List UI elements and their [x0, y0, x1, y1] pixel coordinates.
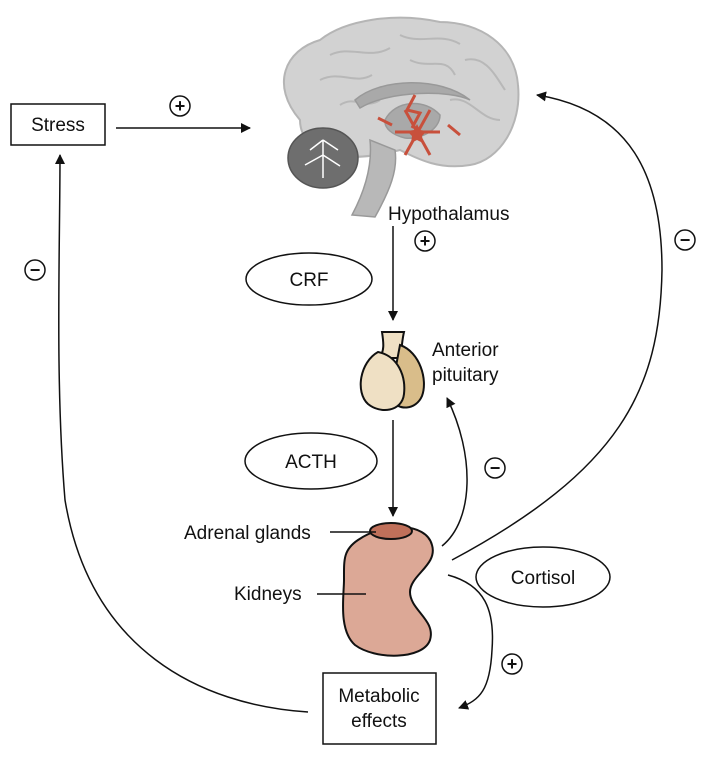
arrow-cortisol-to-brain — [451, 91, 663, 561]
sign-cortisol-to-brain: − — [674, 229, 696, 251]
arrow-metabolic-to-stress — [54, 154, 309, 713]
svg-text:+: + — [420, 231, 431, 251]
stress-box — [10, 103, 106, 146]
cortisol-label: Cortisol — [511, 568, 575, 589]
crf-oval — [245, 252, 373, 306]
kidney-illustration — [341, 522, 434, 657]
metabolic-effects-box — [322, 672, 437, 745]
cerebellum-folia — [304, 139, 341, 178]
anterior-pituitary-illustration — [359, 331, 425, 411]
hypothalamus-label: Hypothalamus — [388, 204, 509, 225]
brainstem — [350, 138, 397, 218]
adrenal-gland — [369, 522, 413, 540]
arrows — [54, 91, 663, 713]
anterior-pituitary-label-line2: pituitary — [432, 365, 499, 386]
kidneys-label: Kidneys — [234, 584, 302, 605]
svg-text:−: − — [490, 458, 501, 478]
stress-label: Stress — [31, 115, 85, 136]
corpus-callosum — [354, 82, 471, 110]
svg-text:+: + — [507, 654, 518, 674]
kidney — [341, 526, 434, 657]
svg-text:−: − — [30, 260, 41, 280]
sign-cortisol-to-metabolic: + — [501, 653, 523, 675]
adrenal-glands-label: Adrenal glands — [184, 523, 311, 544]
brain-illustration — [282, 16, 520, 218]
stimulus-star — [407, 124, 427, 143]
sign-cortisol-to-pituitary: − — [484, 457, 506, 479]
arrow-cortisol-to-pituitary — [441, 397, 468, 547]
sign-stress-to-brain: + — [169, 95, 191, 117]
crf-label: CRF — [289, 270, 328, 291]
metabolic-effects-label-line1: Metabolic — [338, 686, 419, 707]
cortisol-oval — [475, 546, 611, 608]
acth-oval — [244, 432, 378, 490]
metabolic-effects-label-line2: effects — [351, 711, 407, 732]
svg-text:+: + — [175, 96, 186, 116]
acth-label: ACTH — [285, 452, 337, 473]
brain-gyri — [319, 34, 506, 121]
sign-hypothalamus-to-pituitary: + — [414, 230, 436, 252]
arrow-cortisol-to-metabolic — [447, 574, 494, 710]
sign-metabolic-to-stress: − — [24, 259, 46, 281]
anterior-pituitary-label-line1: Anterior — [432, 340, 499, 361]
pituitary-anterior-lobe — [359, 350, 406, 411]
svg-text:−: − — [680, 230, 691, 250]
